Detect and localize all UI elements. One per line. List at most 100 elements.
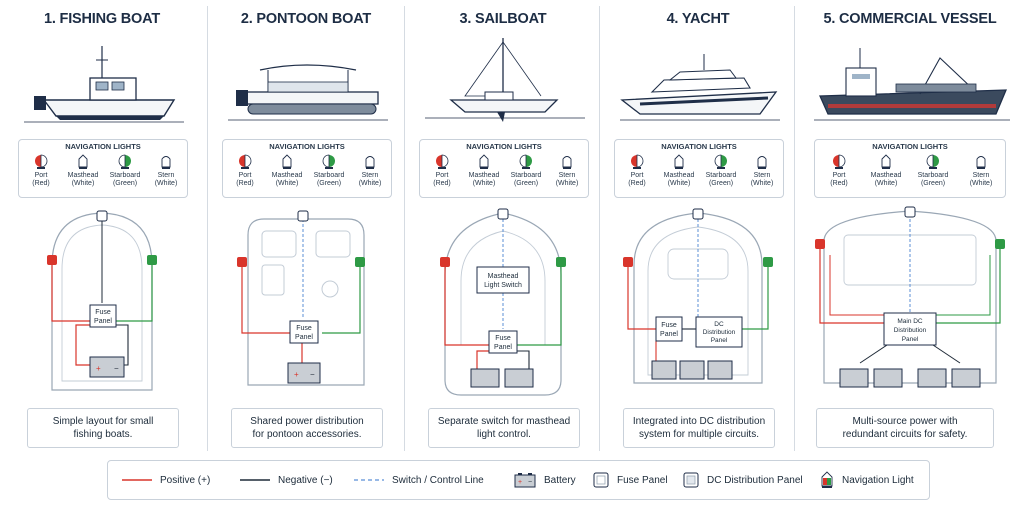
column-title: 4. YACHT (666, 11, 730, 27)
nav-light-color: (White) (358, 180, 382, 187)
nav-light-color: (Red) (236, 180, 254, 187)
nav-light-color: (Green) (708, 180, 734, 187)
nav-light-name: Starboard (917, 172, 949, 179)
nav-light-color: (White) (667, 180, 691, 187)
nav-lights-title: NAVIGATION LIGHTS (661, 142, 737, 151)
starboard-light-icon (118, 154, 131, 169)
nav-light-color: (White) (555, 180, 579, 187)
nav-light-name: Starboard (109, 172, 141, 179)
sailboat-illustration (425, 38, 585, 122)
starboard-light-icon (322, 154, 335, 169)
nav-light-name: Port (435, 172, 449, 179)
caption-line: Simple layout for small (52, 416, 154, 427)
nav-light-color: (Green) (513, 180, 539, 187)
dc-panel-label-line2: Distribution (703, 329, 736, 336)
legend-dc-panel-label: DC Distribution Panel (707, 474, 803, 486)
legend-fuse-panel: Fuse Panel (593, 461, 668, 499)
fishing-boat-wiring-diagram: Fuse Panel + − (47, 210, 157, 391)
switch-label-line1: Masthead (488, 273, 519, 280)
nav-light-stern: Stern (White) (961, 154, 1001, 188)
caption-line: Separate switch for masthead (437, 416, 571, 427)
switch-line-icon (354, 479, 384, 481)
nav-light-masthead: Masthead (White) (866, 154, 906, 188)
column-divider (794, 6, 795, 451)
nav-lights-title: NAVIGATION LIGHTS (65, 142, 141, 151)
nav-light-port: Port (Red) (21, 154, 61, 188)
dc-panel-label-line3: Panel (711, 337, 728, 344)
stern-light-icon (757, 156, 767, 169)
nav-light-name: Port (238, 172, 252, 179)
switch-label-line2: Light Switch (484, 282, 522, 289)
column-divider (599, 6, 600, 451)
column-commercial-vessel: 5. COMMERCIAL VESSEL NAVIGATION LIGHTS P… (800, 0, 1020, 455)
fuse-panel-label-line1: Fuse (495, 335, 511, 342)
nav-light-masthead: Masthead (White) (659, 154, 699, 188)
legend-battery-label: Battery (544, 474, 576, 486)
masthead-light-icon (78, 154, 88, 169)
nav-light-name: Masthead (271, 172, 303, 179)
stern-light-icon (365, 156, 375, 169)
dc-panel-label-line1: DC (714, 321, 724, 328)
nav-light-starboard: Starboard (Green) (913, 154, 953, 188)
legend-fuse-panel-label: Fuse Panel (617, 474, 668, 486)
svg-text:+: + (96, 364, 101, 373)
legend-nav-light: Navigation Light (820, 461, 914, 499)
fuse-panel-label-line1: Fuse (296, 325, 312, 332)
port-light-icon (631, 154, 644, 169)
column-fishing-boat: 1. FISHING BOAT NAVIGATION LIGHTS Port (… (4, 0, 200, 455)
nav-light-starboard: Starboard (Green) (309, 154, 349, 188)
nav-light-name: Masthead (67, 172, 99, 179)
negative-line-icon (240, 479, 270, 481)
nav-light-name: Starboard (705, 172, 737, 179)
starboard-light-icon (519, 154, 532, 169)
positive-line-icon (122, 479, 152, 481)
nav-light-name: Port (630, 172, 644, 179)
masthead-light-icon (479, 154, 489, 169)
caption-box: Separate switch for masthead light contro… (428, 408, 580, 448)
nav-light-color: (White) (154, 180, 178, 187)
diagram-columns: 1. FISHING BOAT NAVIGATION LIGHTS Port (… (4, 0, 1020, 455)
column-divider (404, 6, 405, 451)
nav-light-name: Masthead (663, 172, 695, 179)
nav-light-name: Stern (753, 172, 771, 179)
nav-light-name: Masthead (468, 172, 500, 179)
nav-light-name: Port (832, 172, 846, 179)
caption-line: light control. (477, 429, 531, 440)
port-light-icon (35, 154, 48, 169)
column-yacht: 4. YACHT NAVIGATION LIGHTS Port (Red) Ma… (600, 0, 796, 455)
legend: Positive (+) Negative (−) Switch / Contr… (107, 460, 930, 500)
legend-nav-light-label: Navigation Light (842, 474, 914, 486)
stern-light-icon (976, 156, 986, 169)
nav-light-color: (Green) (316, 180, 342, 187)
dc-panel-icon (683, 472, 699, 488)
nav-light-color: (Red) (32, 180, 50, 187)
port-light-icon (833, 154, 846, 169)
nav-light-color: (White) (275, 180, 299, 187)
column-title: 3. SAILBOAT (459, 11, 547, 27)
legend-dc-panel: DC Distribution Panel (683, 461, 803, 499)
nav-light-stern: Stern (White) (146, 154, 186, 188)
port-light-icon (239, 154, 252, 169)
svg-text:−: − (528, 479, 532, 486)
navigation-lights-box: NAVIGATION LIGHTS Port (Red) Masthead (W… (222, 139, 392, 198)
legend-negative-label: Negative (−) (278, 474, 333, 486)
nav-lights-title: NAVIGATION LIGHTS (269, 142, 345, 151)
fishing-boat-illustration (24, 46, 184, 123)
nav-light-port: Port (Red) (422, 154, 462, 188)
navigation-lights-box: NAVIGATION LIGHTS Port (Red) Masthead (W… (814, 139, 1006, 198)
fuse-panel-label-line2: Panel (660, 331, 678, 338)
nav-light-port: Port (Red) (617, 154, 657, 188)
yacht-wiring-diagram: Fuse Panel DC Distribution Panel (623, 208, 773, 384)
nav-light-name: Stern (558, 172, 576, 179)
battery-icon: +− (514, 473, 536, 488)
pontoon-boat-wiring-diagram: Fuse Panel + − (237, 210, 365, 386)
nav-light-masthead: Masthead (White) (464, 154, 504, 188)
stern-light-icon (562, 156, 572, 169)
nav-light-masthead: Masthead (White) (267, 154, 307, 188)
sailboat-wiring-diagram: Masthead Light Switch Fuse Panel (440, 208, 566, 396)
yacht-illustration (620, 54, 780, 121)
navigation-light-icon (821, 471, 833, 488)
caption-line: for pontoon accessories. (252, 429, 362, 440)
